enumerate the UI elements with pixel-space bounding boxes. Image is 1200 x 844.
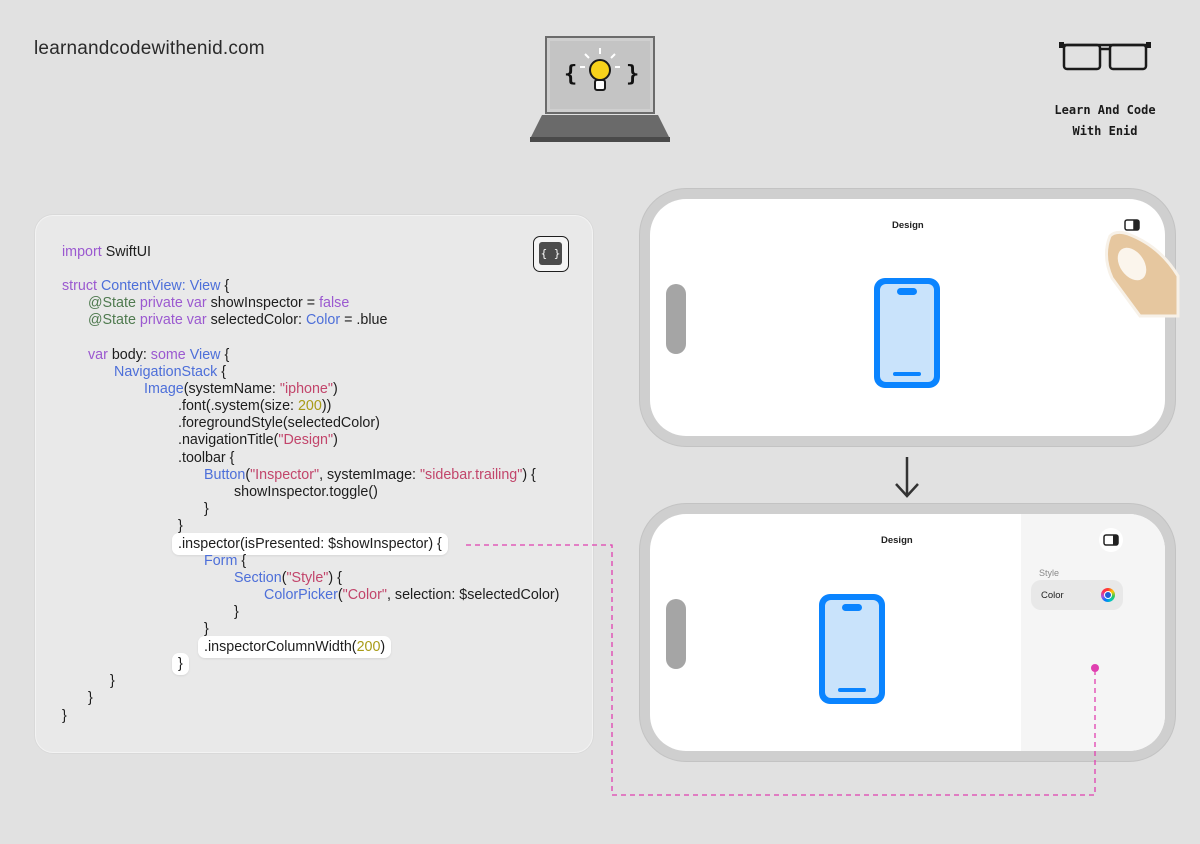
- svg-text:{: {: [564, 62, 577, 87]
- phone-after: Design Style Color: [640, 504, 1175, 761]
- code-line-navtitle: .navigationTitle("Design"): [178, 432, 338, 448]
- code-line-close-body: }: [88, 690, 93, 706]
- glasses-icon: [1059, 42, 1151, 71]
- code-line-state-show: @State private var showInspector = false: [88, 295, 350, 311]
- dynamic-island: [666, 599, 686, 669]
- tap-finger-icon: [1105, 230, 1180, 318]
- code-line-inspector: .inspector(isPresented: $showInspector) …: [172, 533, 448, 555]
- code-line-navstack: NavigationStack {: [114, 364, 227, 380]
- code-line-foreground: .foregroundStyle(selectedColor): [178, 415, 380, 431]
- phone-before-screen: Design: [650, 199, 1165, 436]
- code-line-close-section: }: [234, 604, 239, 620]
- code-line-close-toolbar: }: [178, 518, 183, 534]
- iphone-icon: [819, 594, 885, 704]
- code-braces-icon: { }: [539, 242, 562, 265]
- code-line-state-color: @State private var selectedColor: Color …: [88, 312, 388, 328]
- code-line-struct: struct ContentView: View {: [62, 278, 230, 294]
- site-url[interactable]: learnandcodewithenid.com: [34, 38, 265, 59]
- code-line-close-form: }: [204, 621, 209, 637]
- brand-line-1: Learn And Code: [1054, 103, 1156, 117]
- code-line-close-struct: }: [62, 708, 67, 724]
- section-header-style: Style: [1039, 568, 1060, 578]
- code-line-section: Section("Style") {: [234, 570, 342, 586]
- color-picker-row[interactable]: Color: [1031, 580, 1123, 610]
- phone-before: Design: [640, 189, 1175, 446]
- nav-title: Design: [881, 535, 913, 546]
- code-line-toolbar: .toolbar {: [178, 450, 235, 466]
- code-line-inspector-width: .inspectorColumnWidth(200): [198, 636, 392, 658]
- color-picker-label: Color: [1041, 590, 1064, 601]
- code-line-font: .font(.system(size: 200)): [178, 398, 332, 414]
- code-card: [35, 215, 593, 753]
- code-line-import: import SwiftUI: [62, 244, 151, 260]
- code-line-colorpicker: ColorPicker("Color", selection: $selecte…: [264, 587, 560, 603]
- arrow-down-icon: [895, 457, 919, 498]
- brand-title: Learn And Code With Enid: [1040, 100, 1170, 142]
- nav-title: Design: [892, 220, 924, 231]
- close-inspector-highlight: }: [172, 653, 189, 675]
- code-line-body: var body: some View {: [88, 347, 230, 363]
- inspector-highlight: .inspector(isPresented: $showInspector) …: [172, 533, 448, 555]
- iphone-icon: [874, 278, 940, 388]
- brand-line-2: With Enid: [1072, 124, 1138, 138]
- svg-text:}: }: [626, 62, 639, 87]
- code-line-close-inspector: }: [172, 653, 189, 675]
- code-line-close-button: }: [204, 501, 209, 517]
- width-highlight: .inspectorColumnWidth(200): [198, 636, 392, 658]
- code-line-close-navstack: }: [110, 673, 115, 689]
- laptop-lightbulb-icon: { }: [530, 36, 670, 142]
- code-line-button: Button("Inspector", systemImage: "sideba…: [204, 467, 536, 483]
- sidebar-trailing-icon[interactable]: [1124, 219, 1140, 231]
- dynamic-island: [666, 284, 686, 354]
- inspector-panel: Style Color: [1021, 514, 1165, 751]
- color-wheel-icon[interactable]: [1101, 588, 1115, 602]
- phone-after-screen: Design Style Color: [650, 514, 1165, 751]
- sidebar-trailing-icon[interactable]: [1099, 528, 1123, 552]
- code-view-button[interactable]: { }: [533, 236, 569, 272]
- code-line-form: Form {: [204, 553, 247, 569]
- code-line-image: Image(systemName: "iphone"): [144, 381, 338, 397]
- code-line-toggle: showInspector.toggle(): [234, 484, 378, 500]
